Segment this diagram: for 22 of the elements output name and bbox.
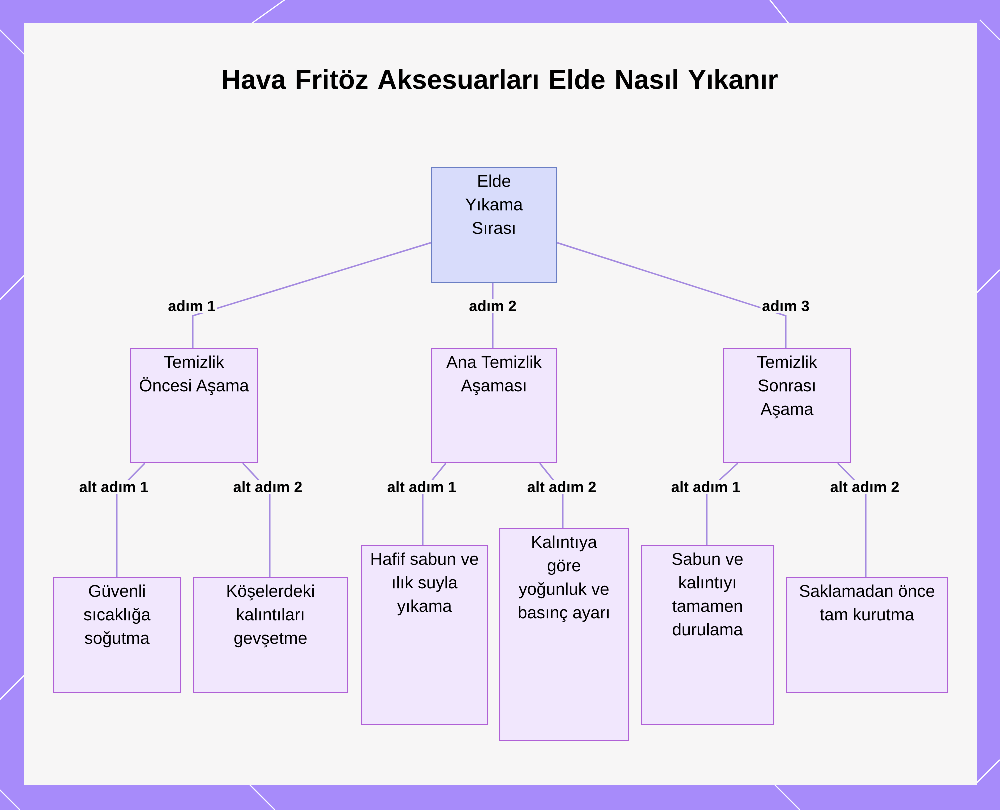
edge-label: adım 3 [760,298,812,314]
step-box: Hafif sabun ve ılık suyla yıkama [361,545,488,726]
step-box: Köşelerdeki kalıntıları gevşetme [193,577,348,694]
edge-label: adım 1 [166,299,218,313]
edge-label: alt adım 2 [526,480,598,494]
step-box: Temizlik Öncesi Aşama [130,348,258,464]
edge-label: alt adım 2 [828,480,902,494]
step-box: Temizlik Sonrası Aşama [723,348,852,464]
title: Hava Fritöz Aksesuarları Elde Nasıl Yıkanır [223,70,778,90]
edge-label: alt adım 1 [386,480,458,494]
step-box: Sabun ve kalıntıyı tamamen durulama [641,545,774,726]
root-box: Elde Yıkama Sırası [431,167,558,284]
edge-label: alt adım 2 [232,480,304,494]
edge-label: adım 2 [468,299,518,313]
connector [557,242,787,348]
edge-label: alt adım 1 [670,480,742,494]
edge-label: alt adım 1 [78,480,150,494]
step-box: Kalıntıya göre yoğunluk ve basınç ayarı [499,528,630,742]
step-box: Ana Temizlik Aşaması [431,348,558,464]
step-box: Güvenli sıcaklığa soğutma [53,577,182,694]
step-box: Saklamadan önce tam kurutma [786,577,948,694]
connector [192,242,432,348]
